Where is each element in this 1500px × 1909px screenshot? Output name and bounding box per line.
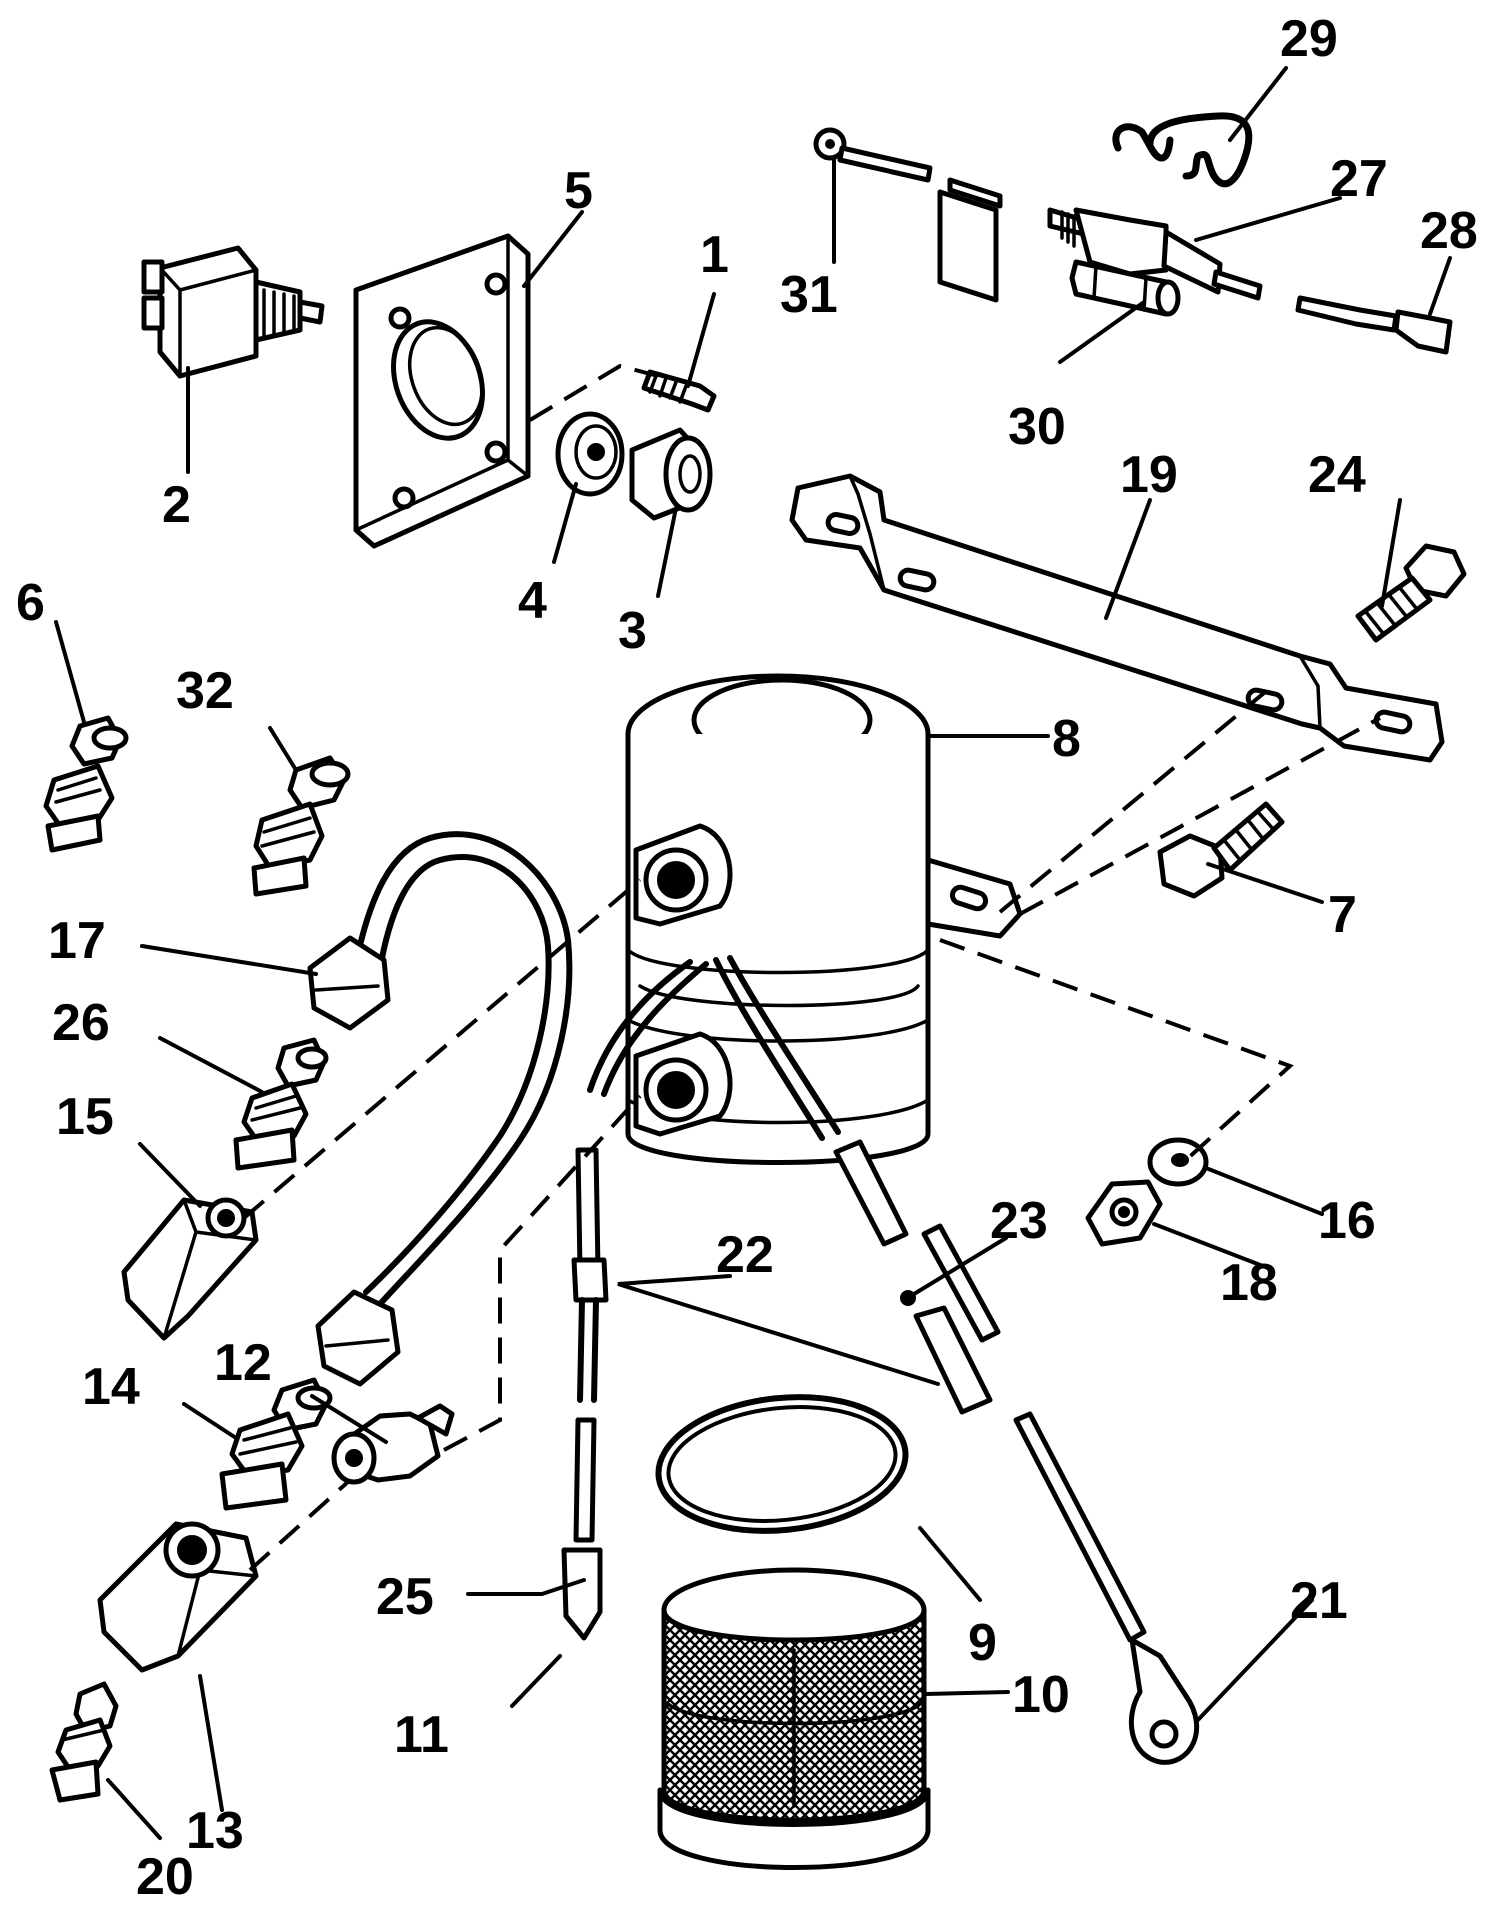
part-19-bracket	[789, 473, 1445, 763]
callout-10: 10	[1012, 1666, 1070, 1724]
callout-24: 24	[1308, 446, 1366, 504]
part-24-bolt	[1355, 543, 1467, 643]
callout-19: 19	[1120, 446, 1178, 504]
callout-21: 21	[1290, 1572, 1348, 1630]
callout-17: 17	[48, 912, 106, 970]
callout-15: 15	[56, 1088, 114, 1146]
callout-labels: 1 2 3 4 5 6 7 8 9 10 11 12 13 14 15 16 1…	[16, 10, 1478, 1906]
callout-7: 7	[1328, 886, 1357, 944]
callout-26: 26	[52, 994, 110, 1052]
part-16-washer	[1147, 1137, 1209, 1187]
part-3-boot	[629, 427, 713, 521]
part-15-block-fitting	[121, 1197, 259, 1341]
part-7-bolt	[1157, 801, 1285, 899]
part-2-toggle-switch	[141, 245, 325, 379]
part-6-fitting	[43, 715, 129, 853]
callout-25: 25	[376, 1568, 434, 1626]
callout-18: 18	[1220, 1254, 1278, 1312]
callout-28: 28	[1420, 202, 1478, 260]
callout-30: 30	[1008, 398, 1066, 456]
callout-11: 11	[394, 1706, 449, 1764]
part-18-nut	[1085, 1179, 1163, 1247]
part-27-fuse-holder	[937, 177, 1399, 333]
part-4-grommet	[555, 411, 625, 497]
callout-5: 5	[564, 162, 593, 220]
callout-8: 8	[1052, 710, 1081, 768]
part-5-mounting-plate	[353, 233, 531, 549]
part-13-block-fitting	[97, 1521, 259, 1673]
callout-9: 9	[968, 1614, 997, 1672]
part-26-fitting	[233, 1037, 329, 1171]
callout-13: 13	[186, 1802, 244, 1860]
part-28-connector	[1393, 309, 1453, 355]
callout-16: 16	[1318, 1192, 1376, 1250]
callout-32: 32	[176, 662, 234, 720]
part-9-o-ring	[655, 1394, 909, 1534]
callout-4: 4	[518, 572, 547, 630]
callout-2: 2	[162, 476, 191, 534]
assembly-dashed-lines	[242, 363, 1381, 1572]
part-22-connector-sleeve	[913, 1305, 993, 1415]
callout-14: 14	[82, 1358, 140, 1416]
callout-29: 29	[1280, 10, 1338, 68]
callout-22: 22	[716, 1226, 774, 1284]
part-1-screw	[641, 369, 717, 413]
part-23-sleeve-bead	[900, 1290, 916, 1306]
part-17-fuel-line	[307, 831, 573, 1387]
part-12-nipple	[331, 1403, 455, 1485]
callout-6: 6	[16, 574, 45, 632]
part-8-pump-body	[625, 673, 1023, 1165]
callout-27: 27	[1330, 150, 1388, 208]
callout-leader-lines	[54, 66, 1452, 1840]
part-31-ring-terminal-wire	[813, 127, 933, 183]
part-32-fitting	[251, 755, 351, 897]
pump-wire-leads	[561, 955, 1200, 1765]
part-14-fitting	[219, 1377, 333, 1511]
callout-31: 31	[780, 266, 838, 324]
part-29-clip	[1112, 112, 1253, 188]
part-10-filter-screen	[657, 1567, 931, 1870]
callout-20: 20	[136, 1848, 194, 1906]
part-20-fitting	[49, 1681, 119, 1803]
callout-12: 12	[214, 1334, 272, 1392]
callout-3: 3	[618, 602, 647, 660]
callout-23: 23	[990, 1192, 1048, 1250]
callout-1: 1	[700, 226, 729, 284]
